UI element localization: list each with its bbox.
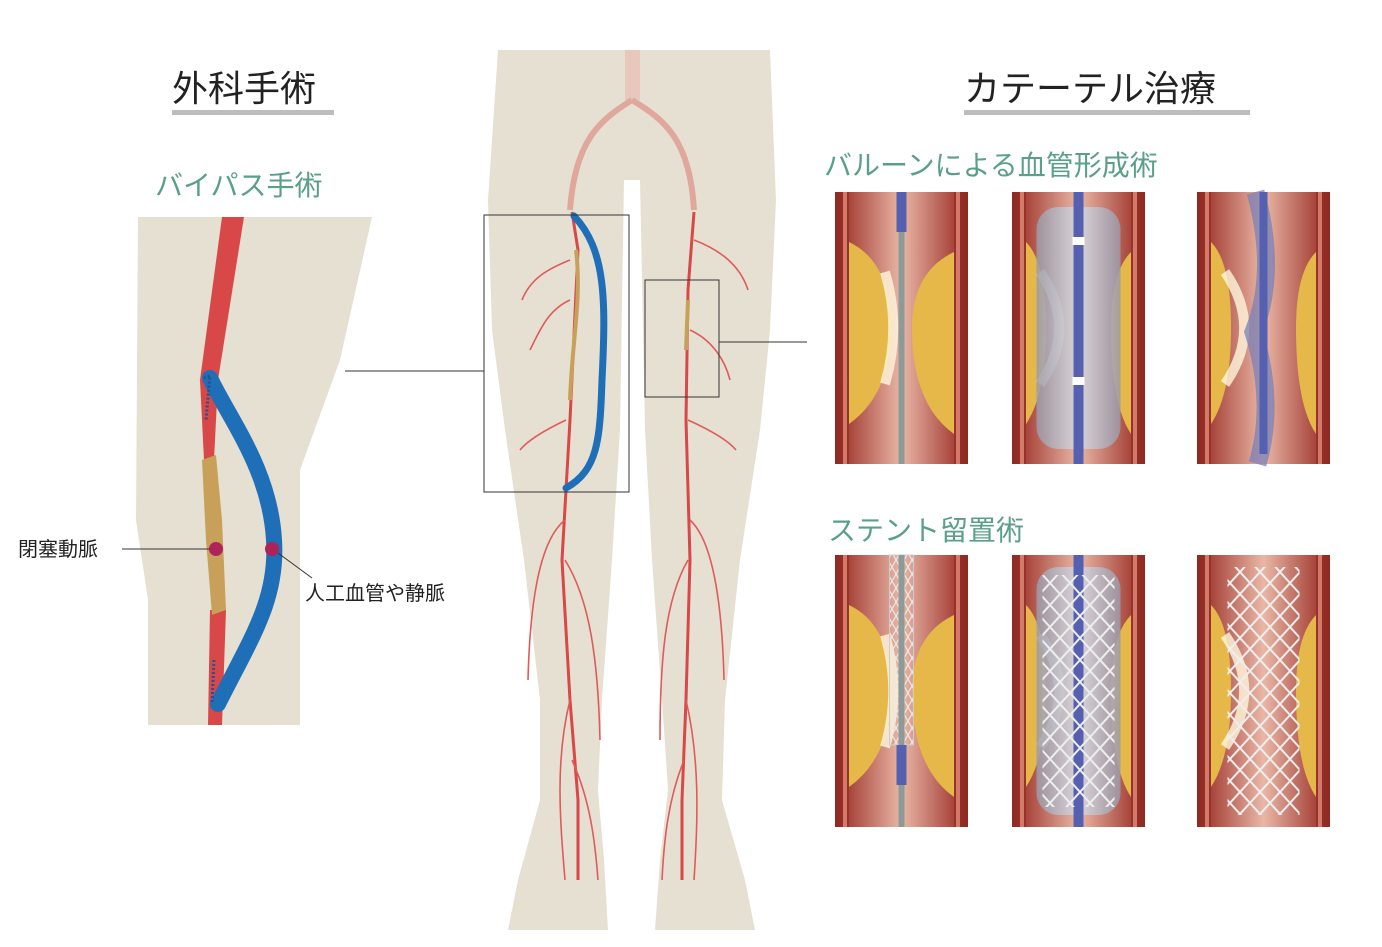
surgery-section: 外科手術 バイパス手術 閉塞動脈 人工血管や静脈	[18, 69, 484, 725]
bypass-graft-body	[562, 212, 608, 492]
plaque-right	[1296, 252, 1316, 434]
catheter-shaft	[1073, 192, 1084, 464]
wall-layer	[1318, 192, 1322, 464]
wall-layer	[956, 192, 960, 464]
occluded-artery-segment	[202, 455, 226, 615]
catheter-section: カテーテル治療 バルーンによる血管形成術 ステント留置術	[824, 69, 1250, 547]
guidewire	[898, 192, 905, 464]
surgery-heading-underline	[172, 110, 334, 115]
bypass-heading: バイパス手術	[155, 169, 322, 202]
zoomed-artery-upper	[200, 217, 244, 380]
catheter-heading: カテーテル治療	[964, 69, 1216, 110]
occluded-femoral-left	[568, 249, 580, 401]
legs-illustration	[483, 50, 807, 930]
wall-layer	[1318, 555, 1322, 827]
catheter-shaft	[1259, 192, 1268, 454]
plaque-right	[912, 615, 954, 797]
iliac-arteries	[567, 97, 697, 211]
wall-layer	[843, 192, 847, 464]
wall-layer	[1020, 555, 1024, 827]
wall-layer	[956, 555, 960, 827]
femoral-artery-right	[680, 211, 696, 880]
wall-layer	[1020, 192, 1024, 464]
deployed-stent	[1227, 567, 1300, 815]
wall-layer	[1133, 192, 1137, 464]
wall-layer	[1205, 555, 1209, 827]
balloon-heading: バルーンによる血管形成術	[824, 149, 1158, 182]
graft-leader	[277, 552, 313, 579]
graft-suture-bottom	[210, 659, 216, 705]
catheter-shaft	[896, 745, 907, 785]
graft-marker	[265, 542, 279, 556]
vessel-panels	[835, 189, 1330, 827]
legs-silhouette	[488, 50, 776, 930]
left-branches	[519, 259, 601, 881]
expanding-stent	[1042, 575, 1115, 807]
right-branches	[659, 239, 749, 881]
stent-step-3	[1197, 555, 1330, 827]
plaque-highlight	[1220, 269, 1250, 387]
wall-layer	[1205, 192, 1209, 464]
balloon-marker	[1072, 237, 1085, 245]
stent-heading: ステント留置術	[828, 514, 1024, 547]
graft-label: 人工血管や静脈	[305, 581, 445, 605]
balloon-step-3	[1197, 189, 1330, 467]
occluded-artery-label: 閉塞動脈	[18, 537, 98, 561]
occluded-artery-marker	[209, 542, 223, 556]
balloon-step-1	[835, 192, 968, 464]
balloon-marker	[1072, 377, 1085, 385]
wall-layer	[843, 555, 847, 827]
surgery-heading: 外科手術	[172, 69, 316, 110]
catheter-tip	[896, 192, 907, 232]
bypass-graft	[202, 370, 283, 712]
catheter-region-box	[644, 279, 720, 398]
plaque-right	[1296, 615, 1316, 797]
balloon-step-2	[1012, 192, 1145, 464]
plaque-left	[849, 605, 891, 787]
aorta	[625, 50, 640, 100]
stent-step-1	[835, 554, 968, 827]
plaque-highlight	[880, 270, 899, 386]
plaque-right	[912, 252, 954, 434]
plaque-left	[849, 242, 891, 424]
catheter-heading-underline	[964, 110, 1250, 115]
guidewire	[898, 555, 905, 827]
stent-step-2	[1012, 555, 1145, 827]
occluded-femoral-right	[684, 299, 690, 351]
bypass-region-box	[483, 214, 630, 493]
wall-layer	[1133, 555, 1137, 827]
